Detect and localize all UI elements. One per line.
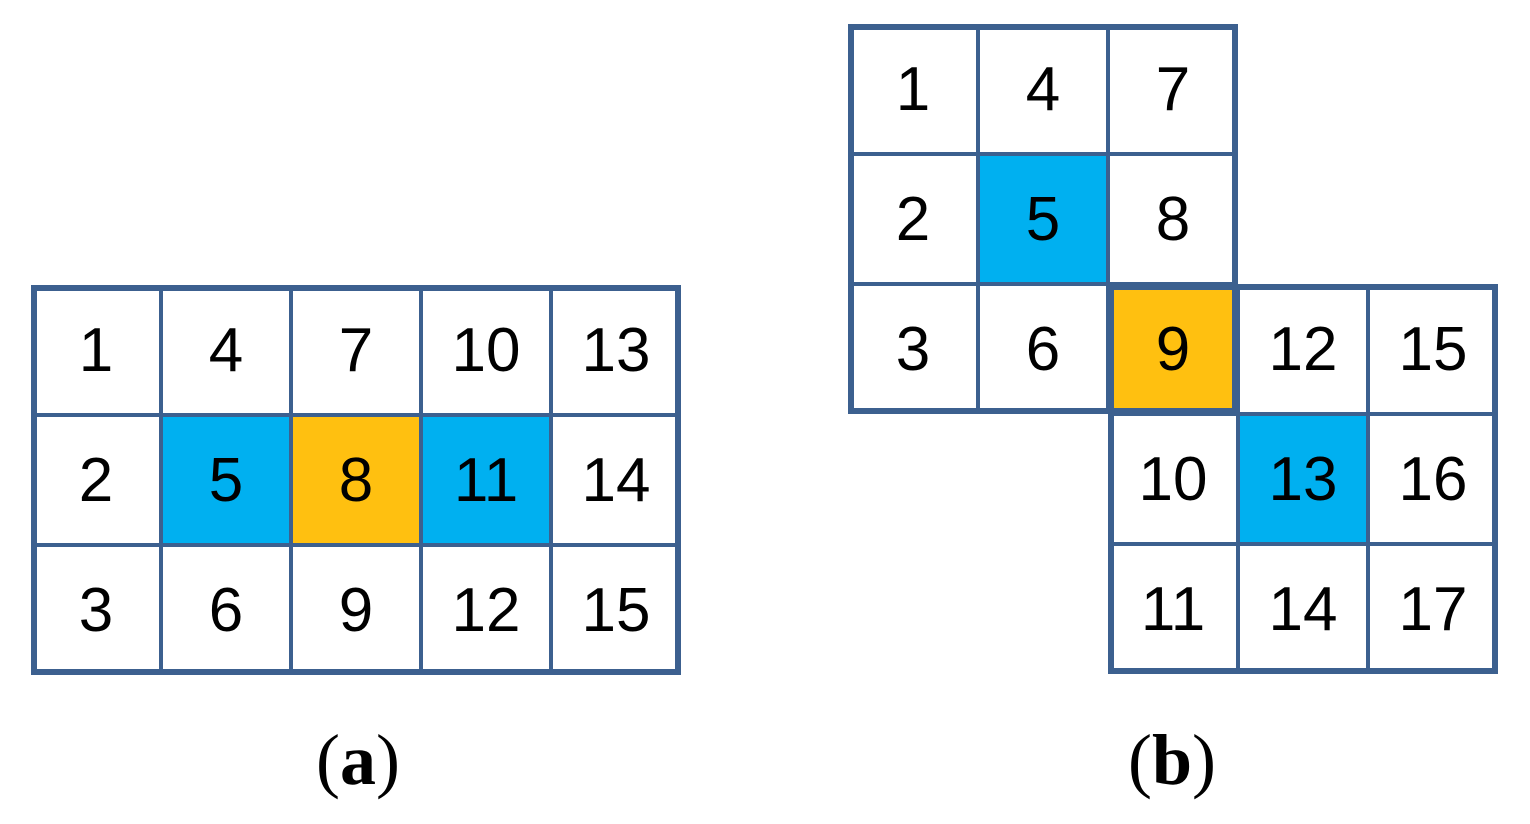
grid-a-cell-12: 12 <box>421 545 551 675</box>
grid-a-cell-15: 15 <box>551 545 681 675</box>
grid-a-cell-1: 1 <box>31 285 161 415</box>
panel-a-grid: 1 2 3 4 5 6 7 8 9 10 11 12 13 14 15 <box>31 285 681 675</box>
panel-b-label-close-paren: ) <box>1192 720 1216 800</box>
grid-a-cell-10: 10 <box>421 285 551 415</box>
grid-b-cell-14: 14 <box>1238 544 1368 674</box>
grid-b-cell-5: 5 <box>978 154 1108 284</box>
grid-b-cell-15: 15 <box>1368 284 1498 414</box>
grid-b-cell-17: 17 <box>1368 544 1498 674</box>
grid-b-cell-9: 9 <box>1108 284 1238 414</box>
grid-a-cell-4: 4 <box>161 285 291 415</box>
grid-a-cell-5: 5 <box>161 415 291 545</box>
grid-b-cell-3: 3 <box>848 284 978 414</box>
grid-b-cell-4: 4 <box>978 24 1108 154</box>
grid-b-cell-11: 11 <box>1108 544 1238 674</box>
grid-b-cell-13: 13 <box>1238 414 1368 544</box>
grid-a-cell-6: 6 <box>161 545 291 675</box>
panel-b-label: (b) <box>1072 712 1272 808</box>
panel-a-label-open-paren: ( <box>316 720 340 800</box>
panel-b-grid: 1 2 3 4 5 6 7 8 9 10 11 12 13 14 15 16 1… <box>848 24 1498 674</box>
grid-a-cell-11: 11 <box>421 415 551 545</box>
grid-b-cell-7: 7 <box>1108 24 1238 154</box>
grid-b-cell-12: 12 <box>1238 284 1368 414</box>
grid-b-cell-2: 2 <box>848 154 978 284</box>
grid-a-cell-2: 2 <box>31 415 161 545</box>
grid-a-cell-7: 7 <box>291 285 421 415</box>
grid-b-cell-16: 16 <box>1368 414 1498 544</box>
grid-a-cell-14: 14 <box>551 415 681 545</box>
grid-b-cell-1: 1 <box>848 24 978 154</box>
grid-a-cell-3: 3 <box>31 545 161 675</box>
grid-b-cell-10: 10 <box>1108 414 1238 544</box>
grid-b-cell-6: 6 <box>978 284 1108 414</box>
grid-a-cell-9: 9 <box>291 545 421 675</box>
grid-b-cell-8: 8 <box>1108 154 1238 284</box>
grid-a-cell-8: 8 <box>291 415 421 545</box>
grid-a-cell-13: 13 <box>551 285 681 415</box>
panel-a-label: (a) <box>258 712 458 808</box>
panel-a-label-letter: a <box>340 720 376 800</box>
panel-a-label-close-paren: ) <box>376 720 400 800</box>
panel-b-label-open-paren: ( <box>1127 720 1152 800</box>
panel-b-label-letter: b <box>1151 720 1193 800</box>
